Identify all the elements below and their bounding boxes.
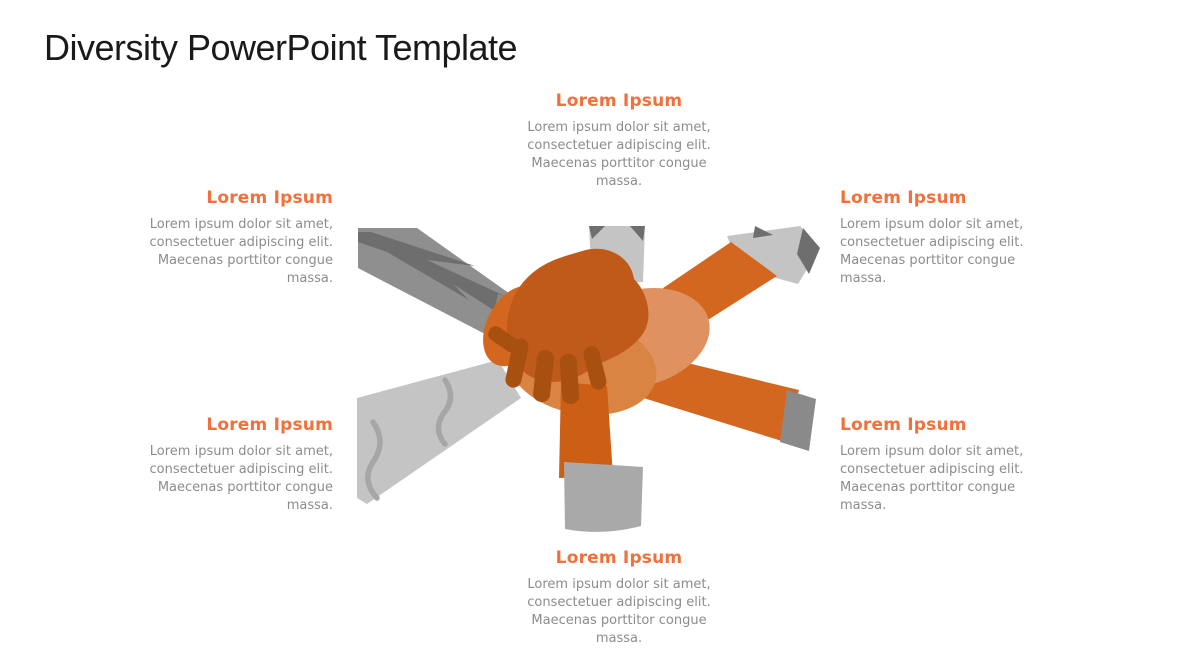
text-block-lower-right: Lorem Ipsum Lorem ipsum dolor sit amet, …: [840, 415, 1062, 515]
arm-top-left: [358, 228, 510, 334]
lorem-heading: Lorem Ipsum: [206, 415, 333, 435]
text-block-lower-left: Lorem Ipsum Lorem ipsum dolor sit amet, …: [111, 415, 333, 515]
lorem-heading: Lorem Ipsum: [555, 548, 683, 568]
lorem-heading: Lorem Ipsum: [206, 188, 333, 208]
text-block-top: Lorem Ipsum Lorem ipsum dolor sit amet, …: [508, 91, 730, 191]
lorem-body: Lorem ipsum dolor sit amet, consectetuer…: [840, 444, 1024, 513]
text-block-upper-left: Lorem Ipsum Lorem ipsum dolor sit amet, …: [111, 188, 333, 288]
lorem-body: Lorem ipsum dolor sit amet, consectetuer…: [527, 577, 711, 646]
arm-bottom-center: [559, 382, 643, 532]
text-block-upper-right: Lorem Ipsum Lorem ipsum dolor sit amet, …: [840, 188, 1062, 288]
lorem-body: Lorem ipsum dolor sit amet, consectetuer…: [149, 444, 333, 513]
arm-bottom-left: [357, 360, 521, 504]
lorem-body: Lorem ipsum dolor sit amet, consectetuer…: [149, 217, 333, 286]
lorem-heading: Lorem Ipsum: [840, 415, 967, 435]
lorem-body: Lorem ipsum dolor sit amet, consectetuer…: [840, 217, 1024, 286]
text-block-bottom: Lorem Ipsum Lorem ipsum dolor sit amet, …: [508, 548, 730, 648]
lorem-heading: Lorem Ipsum: [555, 91, 683, 111]
slide-title: Diversity PowerPoint Template: [44, 27, 518, 68]
lorem-body: Lorem ipsum dolor sit amet, consectetuer…: [527, 120, 711, 189]
hand-top-dark: [488, 248, 649, 404]
lorem-heading: Lorem Ipsum: [840, 188, 967, 208]
hands-stack-illustration: [357, 226, 820, 532]
